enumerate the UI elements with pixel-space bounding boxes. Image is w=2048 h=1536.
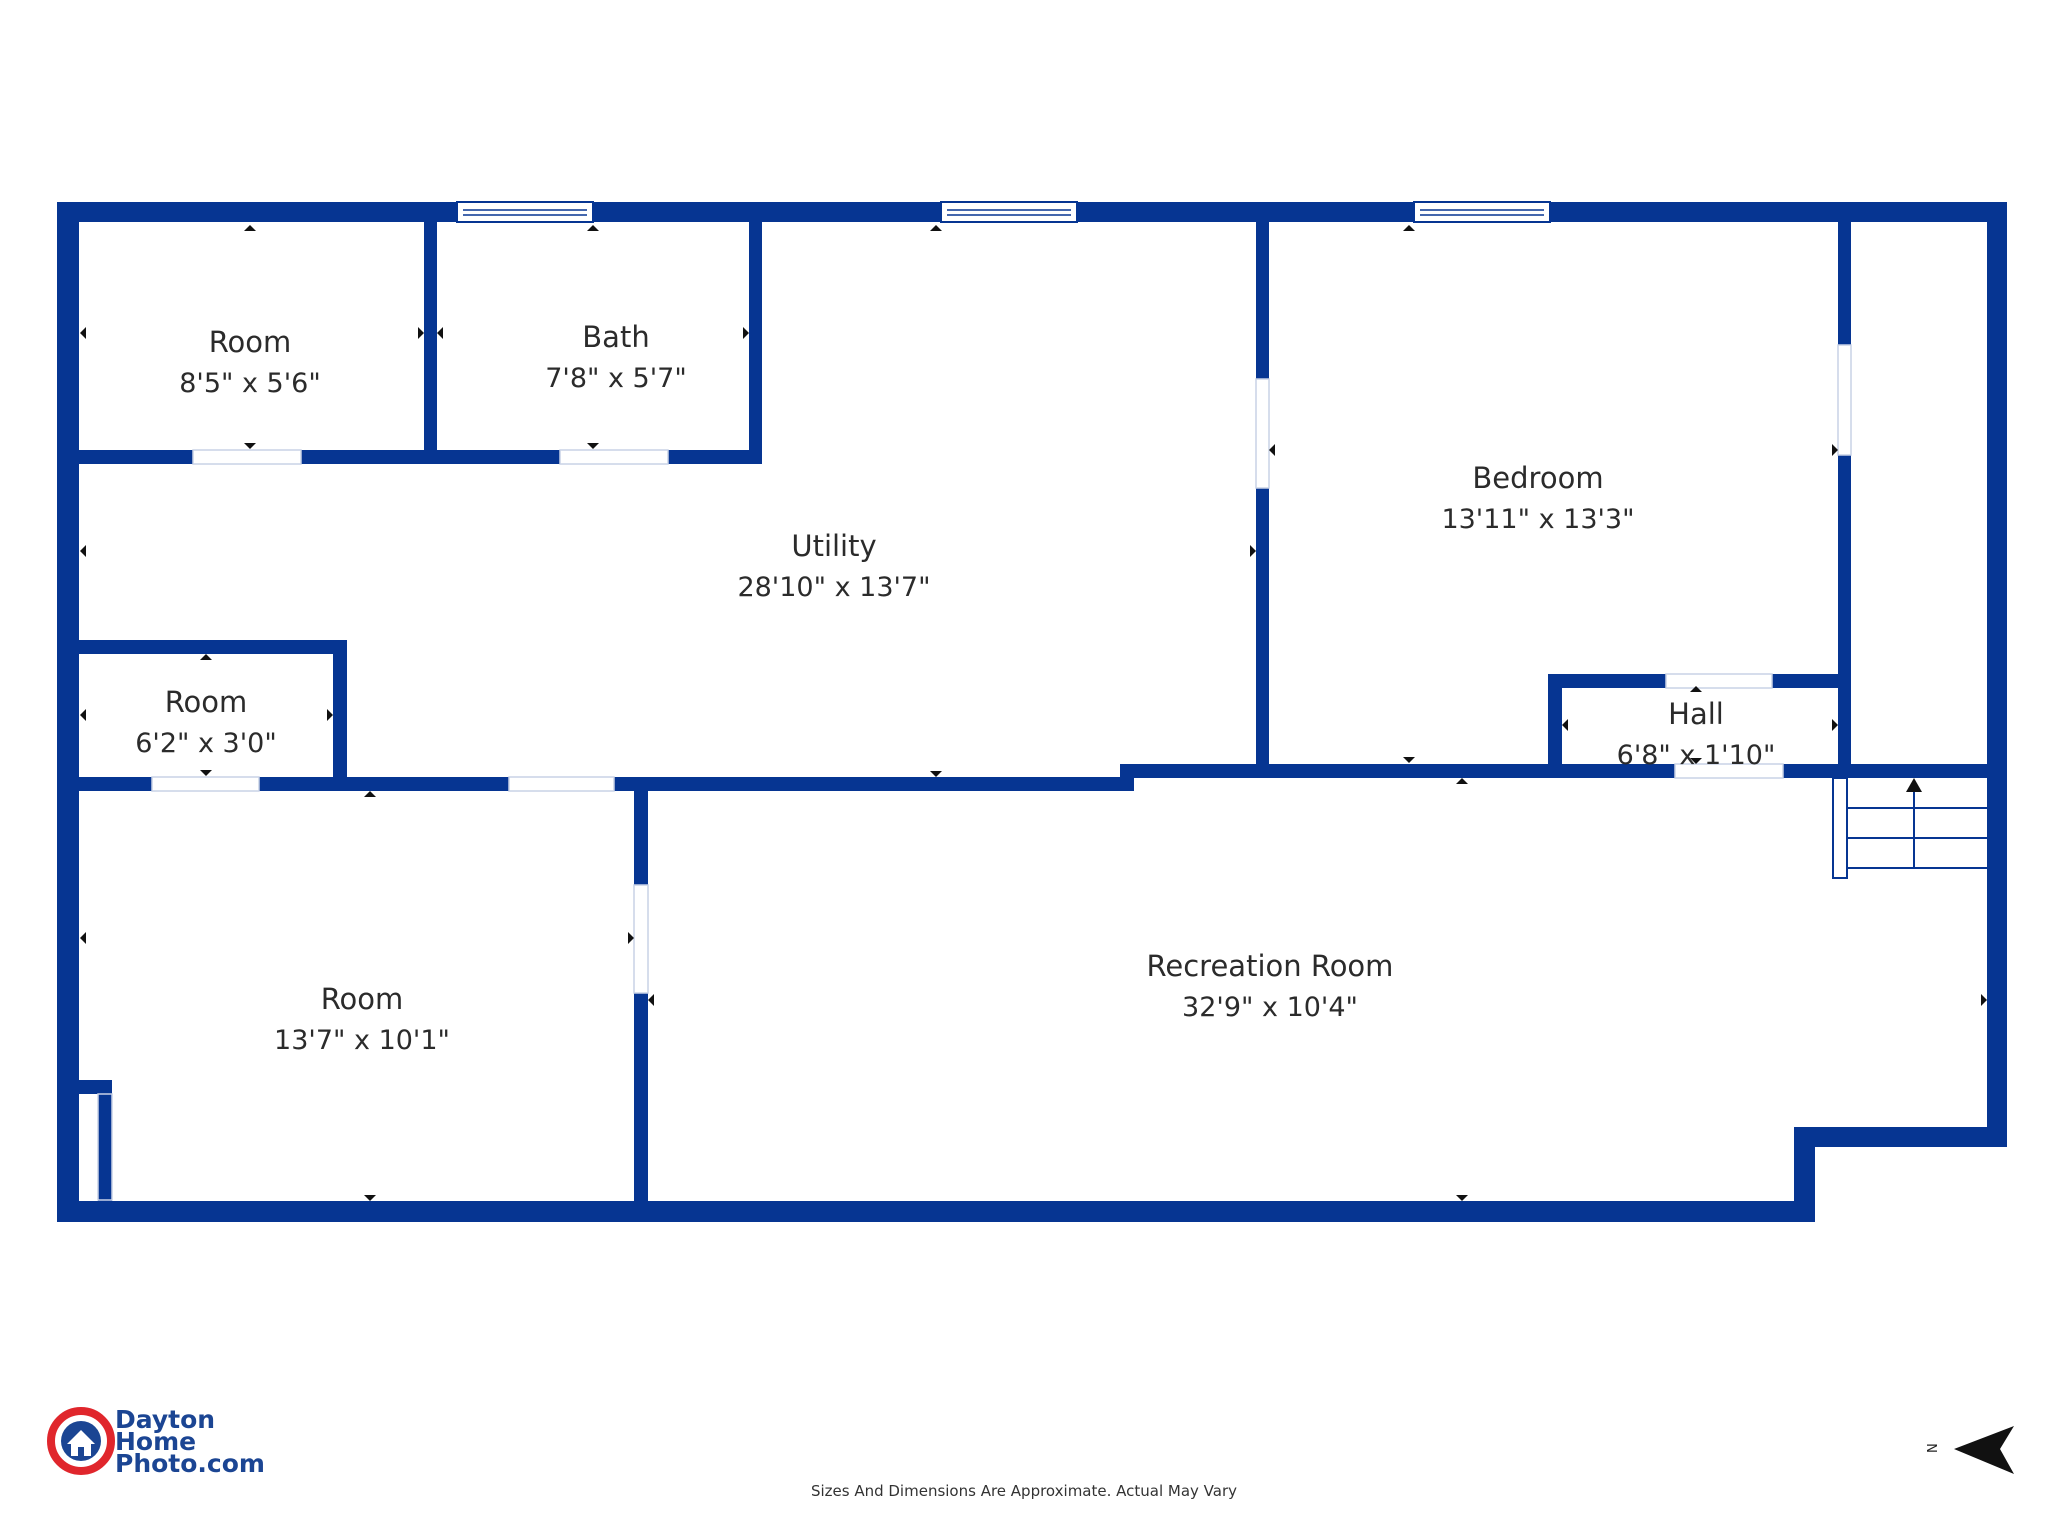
wall-utility-bedroom-b: [1256, 488, 1269, 775]
house-camera-logo-icon: [47, 1407, 115, 1475]
logo-line-2: Home: [115, 1427, 196, 1456]
wall-room3-rec-a: [634, 785, 648, 885]
wall-room3-top-b: [614, 777, 1134, 791]
wall-step-vertical: [1794, 1127, 1815, 1222]
wall-step-horizontal: [1794, 1127, 2007, 1147]
wall-hall-bottom-right: [1783, 764, 2007, 778]
bedroom-dimensions: 13'11" x 13'3": [1441, 504, 1634, 535]
wall-utility-bottom: [1120, 764, 1260, 778]
wall-room2-bottom-b: [259, 777, 509, 791]
wall-hall-top-b: [1772, 674, 1850, 688]
north-arrow-icon: N: [1926, 1426, 2014, 1474]
bath-name: Bath: [582, 320, 649, 354]
wall-room3-rec-b: [634, 993, 648, 1213]
room-2-name: Room: [165, 685, 248, 719]
recreation-room-name: Recreation Room: [1147, 949, 1394, 983]
room-labels: Room 8'5" x 5'6" Bath 7'8" x 5'7" Utilit…: [135, 320, 1775, 1056]
utility-name: Utility: [791, 529, 876, 563]
wall-bedroom-right-b: [1838, 455, 1851, 778]
wall-hall-left: [1548, 674, 1562, 778]
logo-line-1: Dayton: [115, 1405, 215, 1434]
window-1: [456, 201, 594, 223]
wall-room1-right: [424, 212, 437, 462]
window-icon: [456, 201, 1551, 223]
wall-room1-bottom-a: [70, 450, 193, 464]
hall-name: Hall: [1668, 697, 1724, 731]
room-1-name: Room: [209, 325, 292, 359]
hall-dimensions: 6'8" x 1'10": [1617, 740, 1776, 771]
room-3-name: Room: [321, 982, 404, 1016]
window-3: [1413, 201, 1551, 223]
dimension-ticks: [80, 225, 1987, 1201]
room-2-dimensions: 6'2" x 3'0": [135, 728, 277, 759]
wall-bath-right: [749, 212, 762, 462]
door-openings: [97, 344, 1852, 1201]
room-1-dimensions: 8'5" x 5'6": [179, 368, 321, 399]
bedroom-name: Bedroom: [1472, 461, 1603, 495]
logo-line-3: Photo.com: [115, 1449, 265, 1478]
wall-bedroom-right-a: [1838, 212, 1851, 345]
wall-outer-bottom: [57, 1201, 1815, 1222]
stairs-icon: [1832, 777, 1987, 879]
wall-bedroom-bottom: [1260, 764, 1675, 778]
wall-hall-top-a: [1548, 674, 1666, 688]
bath-dimensions: 7'8" x 5'7": [545, 363, 687, 394]
logo-text: Dayton Home Photo.com: [115, 1405, 265, 1478]
wall-room2-top: [70, 640, 347, 654]
wall-hall-right-lower: [1838, 720, 1851, 778]
wall-outer-left: [57, 202, 79, 1222]
wall-room2-bottom-a: [70, 777, 152, 791]
window-2: [940, 201, 1078, 223]
room-3-dimensions: 13'7" x 10'1": [274, 1025, 450, 1056]
disclaimer-text: Sizes And Dimensions Are Approximate. Ac…: [810, 1482, 1238, 1500]
wall-closet-nib-side: [98, 1080, 112, 1220]
wall-room2-right: [333, 640, 347, 790]
compass-label: N: [1926, 1443, 1941, 1453]
utility-dimensions: 28'10" x 13'7": [737, 572, 930, 603]
wall-bath-bottom: [668, 450, 762, 464]
recreation-room-dimensions: 32'9" x 10'4": [1182, 992, 1358, 1023]
wall-utility-bedroom-a: [1256, 212, 1269, 379]
wall-room1-bottom-b: [301, 450, 560, 464]
wall-outer-right: [1987, 202, 2007, 1147]
